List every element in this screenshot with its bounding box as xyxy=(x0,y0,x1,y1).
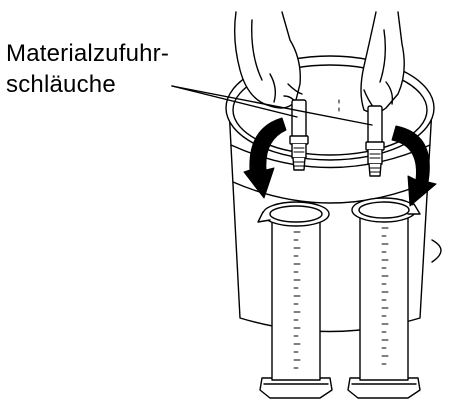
callout-label-line-1: Materialzufuhr- xyxy=(6,38,206,69)
callout-label: Materialzufuhr- schläuche xyxy=(6,38,206,100)
callout-label-line-2: schläuche xyxy=(6,69,206,100)
